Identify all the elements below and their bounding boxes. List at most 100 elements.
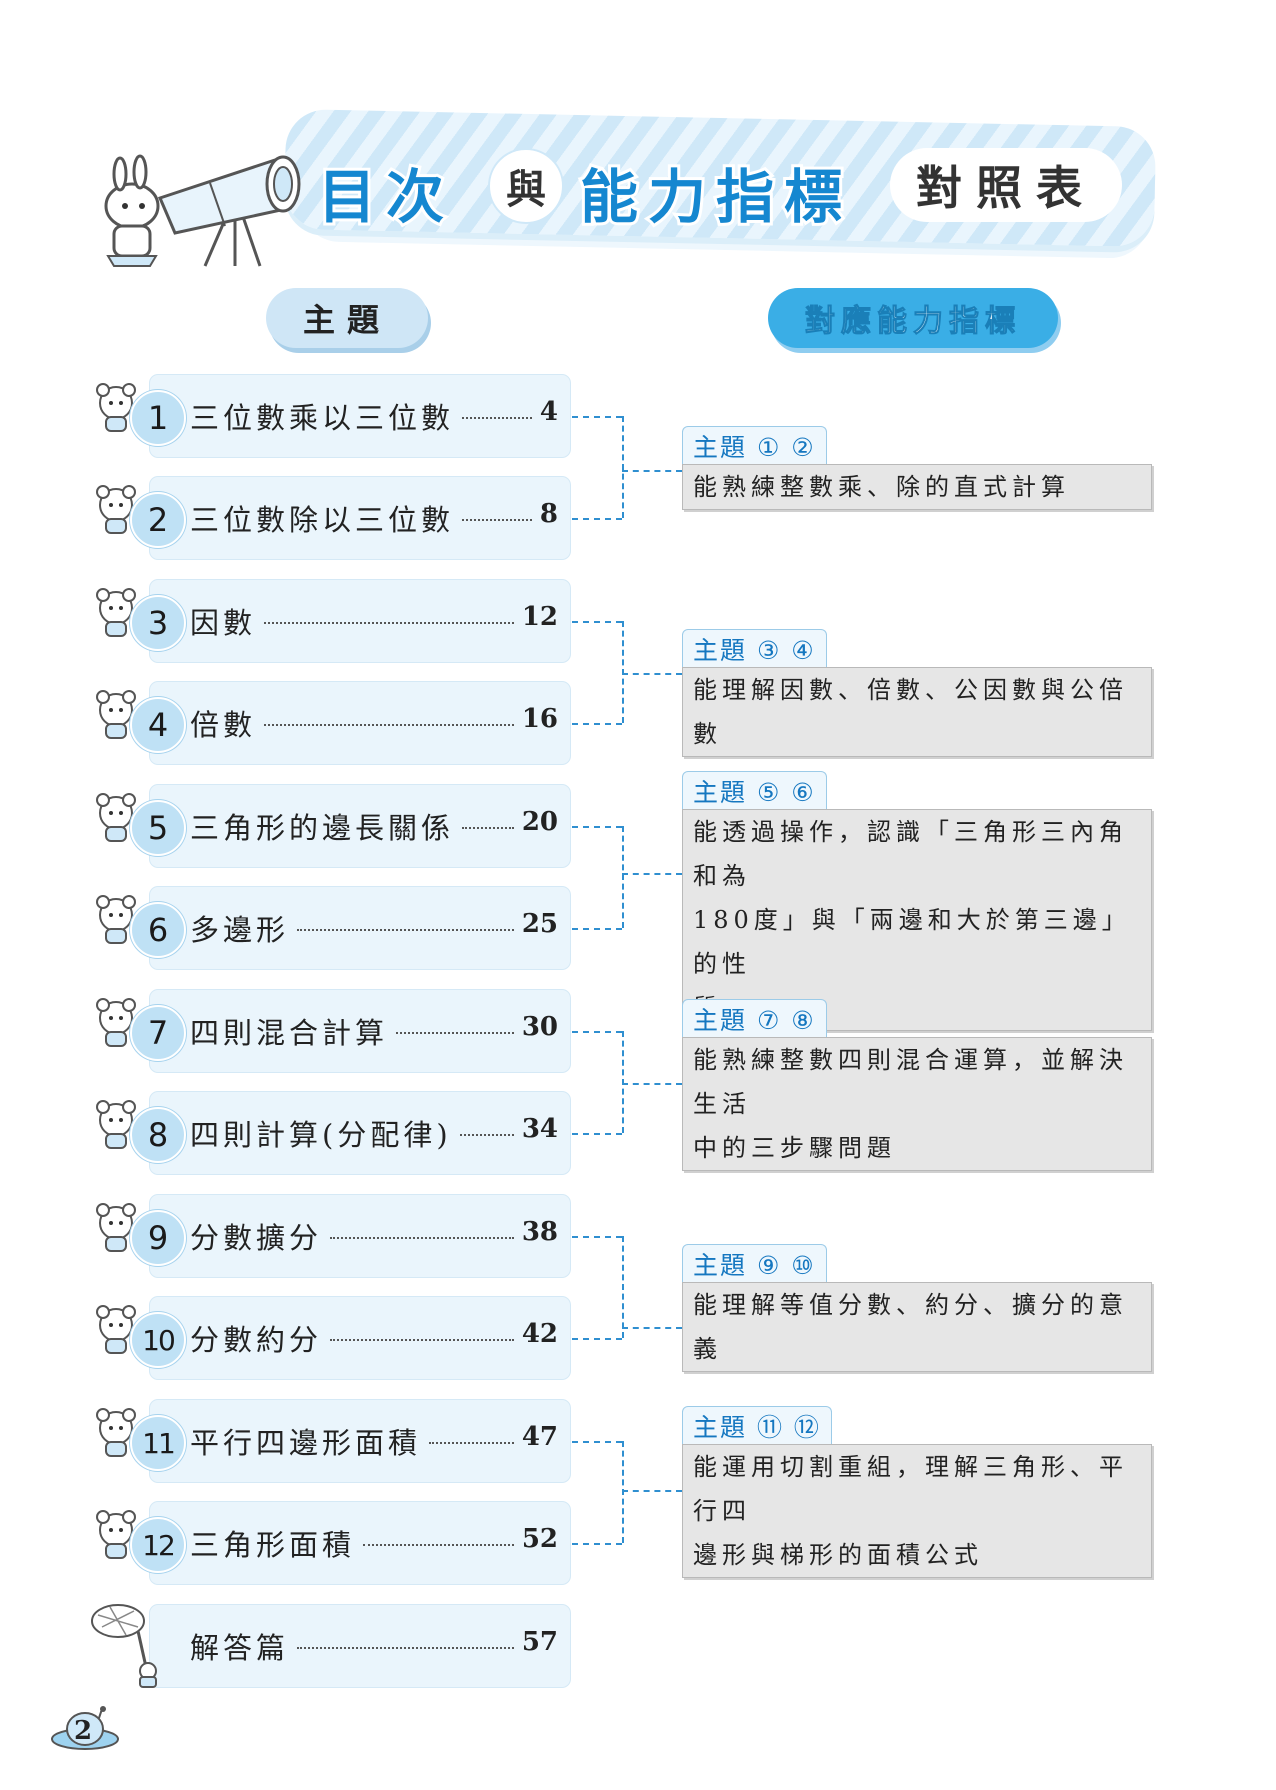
- ability-line: 能透過操作，認識「三角形三內角和為: [693, 818, 1128, 890]
- leader-dots: [330, 1339, 514, 1341]
- animal-mascot-icon: [96, 383, 136, 432]
- leader-dots: [297, 929, 514, 931]
- title-ability-index: 能力指標: [577, 160, 853, 234]
- animal-mascot-icon: [96, 895, 136, 944]
- connector-segment: [622, 673, 682, 675]
- ability-description-box: 能熟練整數乘、除的直式計算: [682, 464, 1152, 510]
- connector-segment: [572, 928, 622, 930]
- topic-page-number: 52: [521, 1524, 558, 1554]
- ability-line: 180度」與「兩邊和大於第三邊」的性: [693, 906, 1131, 978]
- page-number: 2: [74, 1716, 93, 1746]
- topic-number: 5: [130, 800, 186, 856]
- ability-line: 邊形與梯形的面積公式: [693, 1541, 983, 1569]
- connector-segment: [622, 1490, 682, 1492]
- connector-segment: [622, 621, 624, 723]
- topic-number: 11: [130, 1415, 186, 1471]
- animal-mascot-icon: [96, 588, 136, 637]
- telescope-mascot-icon: [104, 154, 301, 267]
- animal-mascot-icon: [96, 1100, 136, 1149]
- title-comparison-table: 對照表: [890, 148, 1122, 222]
- connector-segment: [622, 873, 682, 875]
- animal-mascot-icon: [96, 998, 136, 1047]
- topic-page-number: 12: [521, 602, 558, 632]
- topic-box: [150, 1400, 570, 1482]
- connector-segment: [622, 1441, 624, 1543]
- connector-segment: [572, 1236, 622, 1238]
- topic-title: 分數約分: [190, 1323, 323, 1357]
- animal-mascot-icon: [96, 485, 136, 534]
- topic-box: [150, 375, 570, 457]
- topic-number: 2: [130, 492, 186, 548]
- leader-dots: [462, 827, 514, 829]
- topic-number: 3: [130, 595, 186, 651]
- topic-box: [150, 1092, 570, 1174]
- topic-title: 四則混合計算: [190, 1016, 389, 1050]
- topic-box: [150, 477, 570, 559]
- connector-segment: [572, 723, 622, 725]
- connector-segment: [572, 416, 622, 418]
- leader-dots: [297, 1647, 514, 1649]
- title-and: 與: [490, 150, 562, 222]
- topic-page-number: 34: [521, 1114, 558, 1144]
- connector-segment: [572, 1133, 622, 1135]
- topic-title: 三位數乘以三位數: [190, 401, 455, 435]
- column-header-abilities: 對應能力指標: [768, 288, 1058, 348]
- leader-dots: [460, 1134, 514, 1136]
- animal-mascot-icon: [96, 1510, 136, 1559]
- ability-topic-tab: 主題 ⑪ ⑫: [682, 1406, 832, 1445]
- ability-line: 中的三步驟問題: [693, 1134, 896, 1162]
- topic-box: [150, 887, 570, 969]
- butterfly-net-mascot-icon: [91, 1604, 157, 1688]
- connector-segment: [622, 1236, 624, 1338]
- ability-description-box: 能理解因數、倍數、公因數與公倍數: [682, 667, 1152, 757]
- topic-page-number: 30: [521, 1012, 558, 1042]
- leader-dots: [396, 1032, 514, 1034]
- topic-number: 10: [130, 1312, 186, 1368]
- leader-dots: [363, 1544, 514, 1546]
- topic-box: [150, 990, 570, 1072]
- topic-title: 多邊形: [190, 913, 290, 947]
- animal-mascot-icon: [96, 1203, 136, 1252]
- leader-dots: [462, 417, 532, 419]
- ability-description-box: 能理解等值分數、約分、擴分的意義: [682, 1282, 1152, 1372]
- animal-mascot-icon: [96, 1305, 136, 1354]
- connector-segment: [622, 1031, 624, 1133]
- topic-page-number: 47: [521, 1422, 558, 1452]
- topic-number: 8: [130, 1107, 186, 1163]
- topic-title: 平行四邊形面積: [190, 1426, 422, 1460]
- connector-segment: [622, 826, 624, 928]
- leader-dots: [264, 724, 514, 726]
- topic-page-number: 42: [521, 1319, 558, 1349]
- animal-mascot-icon: [96, 1408, 136, 1457]
- connector-segment: [572, 1441, 622, 1443]
- title-contents: 目次: [315, 160, 455, 234]
- ability-description-box: 能熟練整數四則混合運算，並解決生活中的三步驟問題: [682, 1037, 1152, 1171]
- connector-segment: [572, 1338, 622, 1340]
- topic-box: [150, 1502, 570, 1584]
- leader-dots: [429, 1442, 514, 1444]
- topic-title: 因數: [190, 606, 257, 640]
- topic-number: 6: [130, 902, 186, 958]
- topic-number: 4: [130, 697, 186, 753]
- column-header-topics: 主題: [266, 288, 428, 348]
- topic-number: 12: [130, 1517, 186, 1573]
- ability-topic-tab: 主題 ⑦ ⑧: [682, 999, 827, 1038]
- ability-topic-tab: 主題 ⑤ ⑥: [682, 771, 827, 810]
- topic-box: [150, 1297, 570, 1379]
- ability-topic-tab: 主題 ① ②: [682, 426, 827, 465]
- topic-title: 分數擴分: [190, 1221, 323, 1255]
